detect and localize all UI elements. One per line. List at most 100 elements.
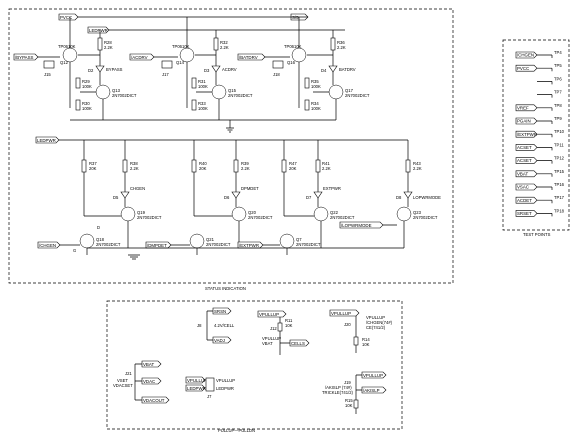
svg-text:/CHGEN(74#): /CHGEN(74#) — [366, 320, 393, 325]
svg-text:Q19: Q19 — [137, 210, 146, 215]
svg-text:100K: 100K — [82, 106, 92, 111]
svg-text:2N7002DICT: 2N7002DICT — [137, 215, 162, 220]
svg-text:VBAT: VBAT — [143, 362, 154, 367]
svg-text:TRICKLE(741/2): TRICKLE(741/2) — [322, 390, 354, 395]
d4-led — [328, 65, 338, 73]
d6-led — [231, 191, 241, 199]
svg-text:Q16: Q16 — [287, 60, 296, 65]
svg-text:2.2K: 2.2K — [241, 166, 250, 171]
svg-text:100K: 100K — [311, 106, 321, 111]
svg-text:R37: R37 — [89, 161, 97, 166]
svg-text:R40: R40 — [199, 161, 207, 166]
indicator-dpmdet: R40 20K R39 2.2K D6 DPMDET Q20 2N7002DIC… — [145, 140, 273, 249]
svg-text:D6: D6 — [224, 195, 230, 200]
svg-text:4.2V/CELL: 4.2V/CELL — [214, 323, 235, 328]
svg-text:D5: D5 — [113, 195, 119, 200]
j21-jumper: VBAT VDAC VDACOUT J21 VSET VDACSET — [113, 360, 170, 404]
svg-text:Q13: Q13 — [112, 88, 121, 93]
testpoint-ref: TP15 — [554, 169, 565, 174]
testpoint-ref: TP10 — [554, 129, 565, 134]
q7-transistor — [279, 233, 295, 249]
svg-text:100K: 100K — [82, 84, 92, 89]
testpoint-flag — [515, 157, 538, 164]
indicator-lopwrmode: R43 2.2K D8 LOPWRMODE Q23 2N7002DICT /LO… — [339, 140, 441, 248]
svg-text:CHGEN: CHGEN — [130, 186, 145, 191]
svg-text:BYPASS: BYPASS — [106, 67, 123, 72]
testpoint-net-label: PVCC — [517, 66, 529, 71]
bypass-flag — [13, 53, 39, 61]
testpoint-ref: TP5 — [554, 63, 562, 68]
svg-text:CELLS: CELLS — [291, 341, 305, 346]
ledpwr-net-label-top: LEDPWR — [89, 28, 108, 33]
testpoint-net-label: SRSET — [517, 211, 532, 216]
svg-text:/AKISLP: /AKISLP — [363, 388, 380, 393]
svg-text:2.2K: 2.2K — [104, 45, 113, 50]
svg-text:J17: J17 — [162, 72, 169, 77]
svg-text:100K: 100K — [198, 106, 208, 111]
ledpwr-net-label-row: LEDPWR — [37, 138, 56, 143]
svg-text:R30: R30 — [82, 101, 90, 106]
svg-text:VPULLUP: VPULLUP — [363, 373, 383, 378]
testpoints-list: /CHGENTP4PVCCTP5TP6TP7VREFTP8PGAINTP9/EX… — [515, 50, 565, 217]
ground-bus-top — [70, 119, 336, 133]
svg-text:2N7002DICT: 2N7002DICT — [96, 242, 121, 247]
q22-transistor — [313, 206, 329, 222]
testpoint-net-label: ACSET — [517, 145, 532, 150]
svg-text:D3: D3 — [204, 68, 210, 73]
svg-text:DPMDET: DPMDET — [241, 186, 259, 191]
svg-text:/AKISLP (74#): /AKISLP (74#) — [325, 385, 352, 390]
dmpdet-flag-label: /DMPDET — [147, 243, 167, 248]
s5-net-label: S/5 — [292, 15, 299, 20]
svg-text:J12: J12 — [270, 326, 277, 331]
testpoints-frame — [502, 39, 570, 231]
svg-text:Q7: Q7 — [296, 237, 302, 242]
ground-bus-bottom — [86, 247, 404, 260]
channel-bypass: /BYPASS J15 TP0610K Q12 R28 2.2K R29 100… — [13, 17, 137, 120]
svg-text:D4: D4 — [321, 68, 327, 73]
svg-text:2N7002DICT: 2N7002DICT — [296, 242, 321, 247]
testpoint-net-label: VSAC — [517, 185, 529, 190]
q15-transistor — [211, 84, 227, 100]
svg-text:R11: R11 — [285, 318, 293, 323]
extpwr-flag — [237, 241, 264, 249]
svg-text:VDACSET: VDACSET — [113, 383, 133, 388]
svg-text:2N7002DICT: 2N7002DICT — [248, 215, 273, 220]
svg-text:VDAC: VDAC — [143, 379, 155, 384]
q18-transistor — [79, 233, 95, 249]
svg-text:20K: 20K — [289, 166, 297, 171]
pvcc-net-label: PVCC — [60, 15, 72, 20]
svg-text:J21: J21 — [125, 371, 132, 376]
svg-text:Q23: Q23 — [413, 210, 422, 215]
status-indication-frame — [8, 8, 454, 284]
svg-text:2N7002DICT: 2N7002DICT — [330, 215, 355, 220]
svg-text:VPULLUP: VPULLUP — [216, 378, 235, 383]
svg-text:D: D — [97, 225, 100, 230]
testpoints-section-label: TEST POINTS — [523, 232, 551, 237]
dmpdet-flag — [145, 241, 172, 249]
svg-text:VADJ: VADJ — [214, 338, 225, 343]
svg-text:Q14: Q14 — [176, 60, 185, 65]
svg-text:Q22: Q22 — [330, 210, 339, 215]
j19-jumper: VPULLUP /AKISLP J19 /AKISLP (74#) TRICKL… — [322, 371, 387, 414]
testpoint-ref: TP11 — [554, 142, 564, 147]
svg-text:R34: R34 — [311, 101, 319, 106]
ledpwr-flag-row — [35, 136, 60, 144]
testpoint-ref: TP7 — [554, 90, 562, 95]
svg-text:D7: D7 — [306, 195, 312, 200]
lopwrmode-flag — [339, 221, 384, 229]
j8-jumper: SRSN VADJ J8 4.2V/CELL — [197, 307, 235, 344]
d3-led — [211, 65, 221, 73]
pullup-frame — [106, 300, 403, 430]
j15-connector — [43, 60, 55, 69]
svg-text:2N7002DICT: 2N7002DICT — [112, 93, 137, 98]
svg-text:2.2K: 2.2K — [337, 45, 346, 50]
svg-text:R43: R43 — [413, 161, 421, 166]
testpoint-flag — [515, 183, 538, 191]
testpoint-row: ACSET TP11 — [515, 142, 564, 151]
